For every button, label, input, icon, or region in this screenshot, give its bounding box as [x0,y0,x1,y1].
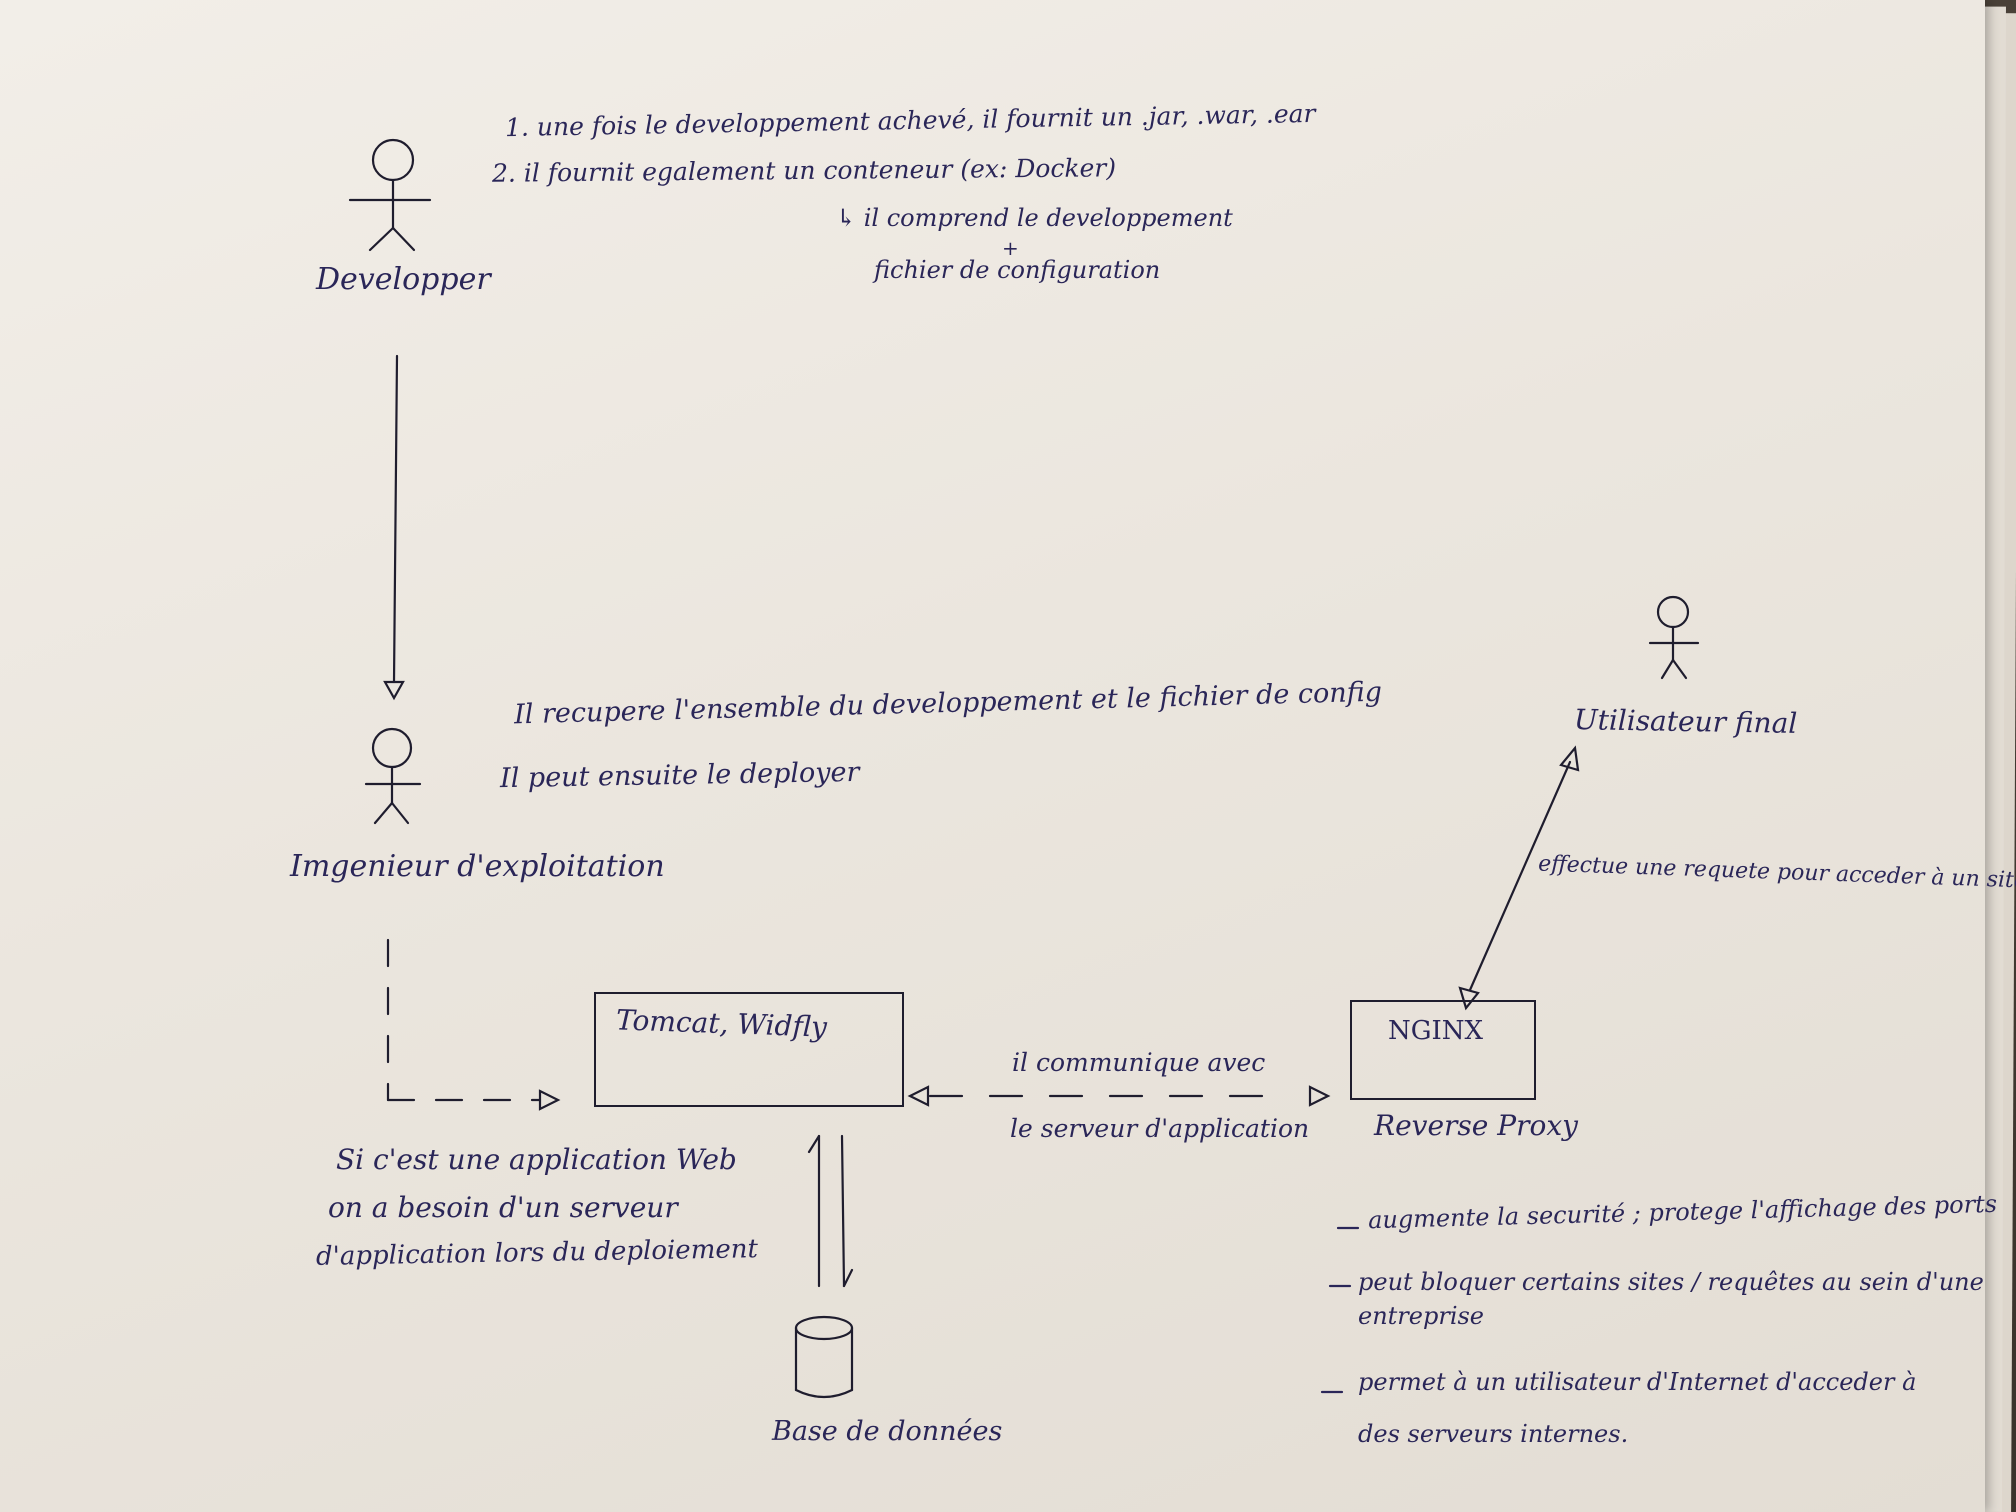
developer-note-3: ↳ il comprend le developpement [836,204,1233,232]
database-cylinder-icon [794,1315,854,1399]
nginx-box [1350,1000,1536,1100]
appserver-nginx-dashed-arrow [907,1085,1331,1107]
developer-note-2: 2. il fournit egalement un conteneur (ex… [491,153,1117,188]
developer-actor-icon [348,138,432,252]
app-server-note-3: d'application lors du deploiement [315,1234,759,1272]
app-server-box [594,992,904,1107]
communication-note-2: le serveur d'application [1010,1114,1310,1143]
developer-note-4: fichier de configuration [874,256,1161,284]
communication-note-1: il communique avec [1012,1048,1266,1077]
database-label: Base de données [772,1416,1003,1447]
appserver-database-arrows [807,1134,854,1288]
developer-to-ops-arrow [383,354,405,701]
end-user-actor-icon [1648,595,1700,680]
proxy-benefit-3b: des serveurs internes. [1358,1420,1629,1448]
proxy-benefit-2b: entreprise [1358,1302,1485,1330]
ops-engineer-label: Imgenieur d'exploitation [290,849,665,884]
proxy-benefit-3: permet à un utilisateur d'Internet d'acc… [1358,1368,1917,1396]
developer-label: Developper [316,262,491,297]
end-user-label: Utilisateur final [1573,703,1798,740]
ops-engineer-actor-icon [364,727,422,825]
ops-to-appserver-dashed-arrow [386,938,561,1111]
app-server-note-1: Si c'est une application Web [336,1143,737,1176]
developer-note-plus: + [1002,236,1019,260]
proxy-benefit-2: peut bloquer certains sites / requêtes a… [1358,1268,1984,1296]
nginx-user-arrow [1458,745,1580,1011]
app-server-note-2: on a besoin d'un serveur [328,1191,678,1224]
ops-note-2: Il peut ensuite le deployer [499,756,860,795]
app-server-label: Tomcat, Widfly [615,1003,828,1044]
nginx-caption: Reverse Proxy [1374,1109,1578,1142]
nginx-label: NGINX [1388,1016,1484,1046]
